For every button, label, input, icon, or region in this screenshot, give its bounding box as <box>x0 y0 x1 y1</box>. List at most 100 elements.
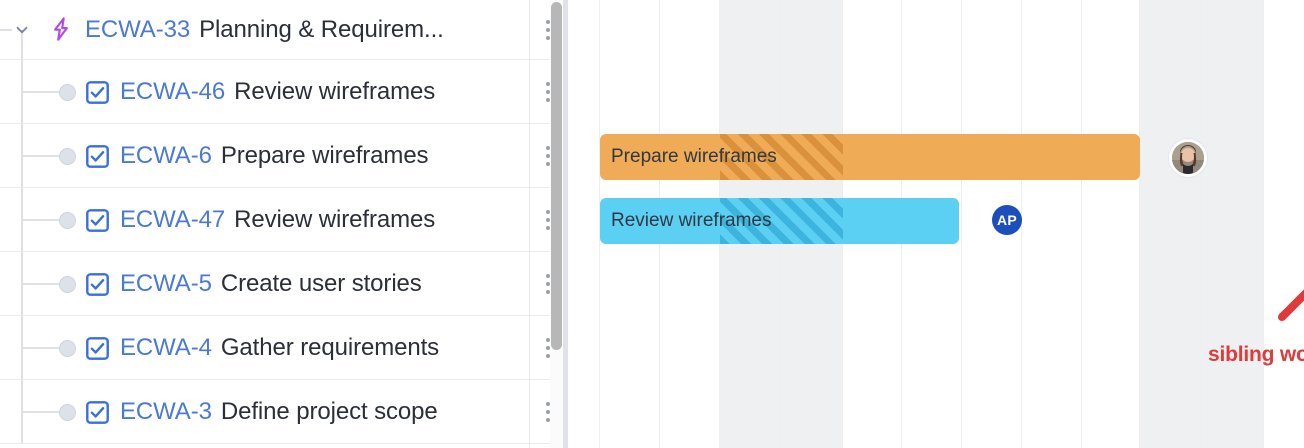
checkbox-task-icon <box>85 80 110 105</box>
tree-node-dot <box>59 404 76 421</box>
tree-parent-connector <box>0 29 12 31</box>
kebab-dot <box>546 337 550 342</box>
checkbox-task-icon <box>85 144 110 169</box>
tree-child-connector <box>23 411 61 413</box>
checkbox-task-icon <box>85 336 110 361</box>
lightning-bolt-icon <box>46 14 76 44</box>
work-item-key[interactable]: ECWA-4 <box>120 333 212 361</box>
tree-vertical-line <box>21 188 23 251</box>
annotation-arrow-icon <box>1278 289 1304 321</box>
work-item-summary[interactable]: Define project scope <box>220 397 438 425</box>
timeline-day-column <box>902 0 962 448</box>
panel-divider[interactable] <box>563 0 568 448</box>
gantt-bar-label: Prepare wireframes <box>611 146 777 167</box>
tree-child-connector <box>23 283 61 285</box>
work-item-summary[interactable]: Gather requirements <box>220 333 440 361</box>
kebab-dot <box>546 289 550 294</box>
work-item-summary[interactable]: Prepare wireframes <box>220 141 429 169</box>
tree-vertical-line <box>21 316 23 379</box>
kebab-dot <box>546 27 550 32</box>
timeline-day-column-weekend <box>1140 0 1202 448</box>
work-item-row-ecwa-5[interactable]: ECWA-5 Create user stories <box>0 252 568 316</box>
work-item-row-ecwa-3[interactable]: ECWA-3 Define project scope <box>0 380 568 444</box>
work-item-labels: ECWA-4 Gather requirements <box>120 334 439 362</box>
kebab-dot <box>546 19 550 24</box>
work-item-row-ecwa-6[interactable]: ECWA-6 Prepare wireframes <box>0 124 568 188</box>
annotation-label: sibling work item below <box>1208 343 1304 366</box>
timeline-day-column <box>1022 0 1082 448</box>
tree-node-dot <box>59 148 76 165</box>
kebab-dot <box>546 225 550 230</box>
work-item-labels: ECWA-6 Prepare wireframes <box>120 141 429 170</box>
work-item-key[interactable]: ECWA-5 <box>120 269 212 297</box>
tree-vertical-line <box>21 30 23 60</box>
work-item-key[interactable]: ECWA-6 <box>120 141 212 169</box>
kebab-dot <box>546 417 550 422</box>
tree-child-connector <box>23 91 61 93</box>
work-item-key[interactable]: ECWA-3 <box>120 397 212 425</box>
work-item-labels: ECWA-3 Define project scope <box>120 398 438 426</box>
kebab-dot <box>546 145 550 150</box>
assignee-avatar-photo[interactable] <box>1169 139 1207 177</box>
row-menu-icon[interactable] <box>534 331 562 365</box>
kebab-dot <box>546 97 550 102</box>
kebab-dot <box>546 353 550 358</box>
tree-node-dot <box>59 212 76 229</box>
tree-vertical-line <box>21 124 23 187</box>
gantt-bar[interactable]: Prepare wireframes <box>600 134 1140 180</box>
tree-vertical-line <box>21 60 23 123</box>
tree-vertical-line <box>21 380 23 443</box>
kebab-dot <box>546 89 550 94</box>
work-item-key[interactable]: ECWA-47 <box>120 205 226 233</box>
work-item-row-ecwa-46[interactable]: ECWA-46 Review wireframes <box>0 60 568 124</box>
timeline-day-column <box>1082 0 1140 448</box>
work-item-labels: ECWA-46 Review wireframes <box>120 78 435 106</box>
checkbox-task-icon <box>85 208 110 233</box>
gantt-bar[interactable]: Review wireframes <box>600 198 959 244</box>
tree-child-connector <box>23 219 61 221</box>
tree-node-dot <box>59 276 76 293</box>
timeline-day-column <box>962 0 1022 448</box>
row-menu-icon[interactable] <box>534 139 562 173</box>
timeline-day-column <box>568 0 600 448</box>
kebab-dot <box>546 273 550 278</box>
work-item-labels: ECWA-5 Create user stories <box>120 270 422 298</box>
work-item-key[interactable]: ECWA-46 <box>120 77 226 105</box>
kebab-dot <box>546 345 550 350</box>
gantt-bar-label: Review wireframes <box>611 210 772 231</box>
work-item-labels: ECWA-47 Review wireframes <box>120 206 435 234</box>
tree-vertical-line <box>21 252 23 315</box>
work-item-row-ecwa-33[interactable]: ECWA-33 Planning & Requirem... <box>0 0 568 60</box>
work-item-summary[interactable]: Planning & Requirem... <box>199 15 444 43</box>
tree-child-connector <box>23 347 61 349</box>
work-item-key[interactable]: ECWA-33 <box>85 15 191 43</box>
row-menu-icon[interactable] <box>534 13 562 47</box>
row-menu-icon[interactable] <box>534 75 562 109</box>
checkbox-task-icon <box>85 272 110 297</box>
kebab-dot <box>546 401 550 406</box>
row-menu-icon[interactable] <box>534 203 562 237</box>
column-separator <box>529 0 530 448</box>
row-menu-icon[interactable] <box>534 395 562 429</box>
work-item-row-ecwa-47[interactable]: ECWA-47 Review wireframes <box>0 188 568 252</box>
work-item-row-ecwa-4[interactable]: ECWA-4 Gather requirements <box>0 316 568 380</box>
work-item-summary[interactable]: Review wireframes <box>234 205 436 233</box>
kebab-dot <box>546 35 550 40</box>
kebab-dot <box>546 209 550 214</box>
chevron-down-icon[interactable] <box>12 20 32 40</box>
vertical-scrollbar-thumb[interactable] <box>551 2 562 350</box>
kebab-dot <box>546 161 550 166</box>
work-item-labels: ECWA-33 Planning & Requirem... <box>85 16 444 44</box>
kebab-dot <box>546 281 550 286</box>
assignee-avatar-initials[interactable]: AP <box>992 205 1022 235</box>
timeline-day-column-weekend <box>1202 0 1264 448</box>
work-item-summary[interactable]: Create user stories <box>220 269 422 297</box>
kebab-dot <box>546 409 550 414</box>
row-menu-icon[interactable] <box>534 267 562 301</box>
work-item-summary[interactable]: Review wireframes <box>234 77 436 105</box>
tree-node-dot <box>59 340 76 357</box>
